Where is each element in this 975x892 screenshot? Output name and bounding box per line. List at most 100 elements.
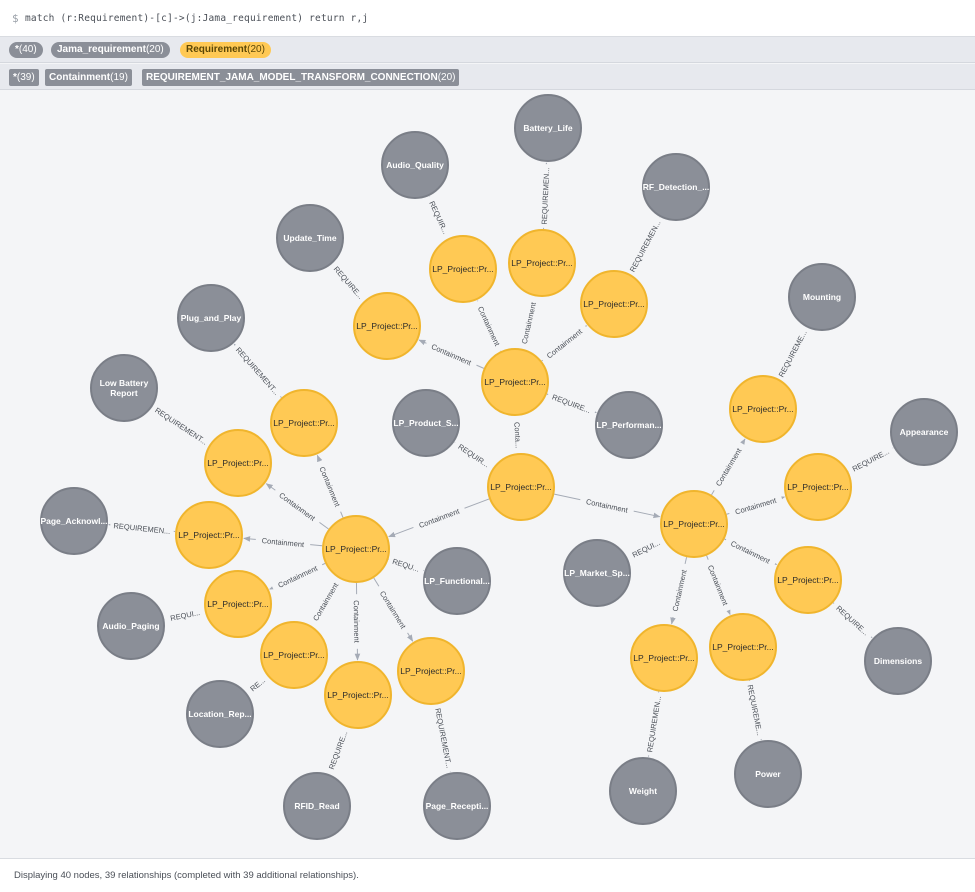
jama-requirement-node[interactable]: LP_Performan... <box>595 391 663 459</box>
relationship-edge[interactable]: Containment <box>265 483 329 530</box>
node-caption: LP_Project::Pr... <box>400 666 461 676</box>
node-label-jama-requirement-pill[interactable]: Jama_requirement(20) <box>51 42 170 58</box>
relationship-edge[interactable]: Containment <box>703 555 734 616</box>
node-caption: Update_Time <box>283 233 336 243</box>
requirement-node[interactable]: LP_Project::Pr... <box>260 621 328 689</box>
relationship-edge[interactable]: Containment <box>723 535 778 569</box>
relationship-edge[interactable]: REQUIRE... <box>324 724 352 776</box>
requirement-node[interactable]: LP_Project::Pr... <box>709 613 777 681</box>
requirement-node[interactable]: LP_Project::Pr... <box>397 637 465 705</box>
relationship-edge[interactable]: REQUIRE... <box>830 599 875 641</box>
jama-requirement-node[interactable]: Page_Recepti... <box>423 772 491 840</box>
relationship-label: Containment <box>317 465 342 509</box>
requirement-node[interactable]: LP_Project::Pr... <box>324 661 392 729</box>
jama-requirement-node[interactable]: Page_Acknowl... <box>40 487 108 555</box>
requirement-node[interactable]: LP_Project::Pr... <box>429 235 497 303</box>
relationship-edge[interactable]: REQUIR... <box>452 438 496 473</box>
jama-requirement-node[interactable]: LP_Market_Sp... <box>563 539 631 607</box>
jama-requirement-node[interactable]: RFID_Read <box>283 772 351 840</box>
relationship-label: REQUIRE... <box>551 392 592 415</box>
jama-requirement-node[interactable]: Update_Time <box>276 204 344 272</box>
graph-canvas[interactable]: Conta...ContainmentContainmentREQUIR...C… <box>0 90 975 858</box>
relationship-edge[interactable]: Containment <box>517 295 540 351</box>
node-label-requirement-pill[interactable]: Requirement(20) <box>180 42 271 58</box>
relationship-edge[interactable]: Containment <box>709 438 747 496</box>
jama-requirement-node[interactable]: LP_Functional... <box>423 547 491 615</box>
requirement-node[interactable]: LP_Project::Pr... <box>784 453 852 521</box>
relationship-label: REQUIR... <box>456 442 490 469</box>
requirement-node[interactable]: LP_Project::Pr... <box>204 570 272 638</box>
relationship-edge[interactable]: Containment <box>473 299 506 353</box>
relationship-edge[interactable]: Containment <box>554 493 661 519</box>
requirement-node[interactable]: LP_Project::Pr... <box>580 270 648 338</box>
relationship-label: Containment <box>261 536 305 549</box>
relationship-edge[interactable]: REQUIRE... <box>846 443 896 476</box>
relationship-edge[interactable]: Containment <box>726 493 786 519</box>
jama-requirement-node[interactable]: Battery_Life <box>514 94 582 162</box>
relationship-edge[interactable]: Containment <box>243 534 323 550</box>
rel-type-containment-tag[interactable]: Containment(19) <box>45 69 132 86</box>
relationship-edge[interactable]: Conta... <box>511 414 525 456</box>
node-caption: Page_Acknowl... <box>40 516 107 526</box>
relationship-edge[interactable]: Containment <box>307 575 344 628</box>
requirement-node[interactable]: LP_Project::Pr... <box>175 501 243 569</box>
requirement-node[interactable]: LP_Project::Pr... <box>353 292 421 360</box>
relationship-edge[interactable]: REQUIREMENT... <box>432 703 456 773</box>
relationship-edge[interactable]: REQUIREMEN... <box>538 162 552 230</box>
jama-requirement-node[interactable]: LP_Product_S... <box>392 389 460 457</box>
jama-requirement-node[interactable]: Mounting <box>788 263 856 331</box>
relationship-label: REQUIRE... <box>327 730 349 771</box>
relationship-label: REQUIREMENT... <box>234 345 281 397</box>
relationship-edge[interactable]: Containment <box>388 498 490 538</box>
relationship-edge[interactable]: REQUI... <box>625 534 667 562</box>
jama-requirement-node[interactable]: Audio_Paging <box>97 592 165 660</box>
relationship-edge[interactable]: Containment <box>539 322 589 365</box>
relationship-edge[interactable]: REQUIRE... <box>546 389 597 417</box>
jama-requirement-node[interactable]: Location_Rep... <box>186 680 254 748</box>
requirement-node[interactable]: LP_Project::Pr... <box>630 624 698 692</box>
query-bar[interactable]: $ match (r:Requirement)-[c]->(j:Jama_req… <box>0 0 975 37</box>
requirement-node[interactable]: LP_Project::Pr... <box>270 389 338 457</box>
requirement-node[interactable]: LP_Project::Pr... <box>322 515 390 583</box>
relationship-edge[interactable]: REQUIREME... <box>744 680 767 741</box>
relationship-edge[interactable]: REQUIREMENT... <box>150 402 213 449</box>
requirement-node[interactable]: LP_Project::Pr... <box>204 429 272 497</box>
relationship-edge[interactable]: Containment <box>269 560 326 593</box>
node-caption: Audio_Paging <box>102 621 159 631</box>
jama-requirement-node[interactable]: Dimensions <box>864 627 932 695</box>
rel-type-count: (19) <box>110 72 128 83</box>
node-label-all-pill[interactable]: *(40) <box>9 42 43 58</box>
jama-requirement-node[interactable]: Weight <box>609 757 677 825</box>
jama-requirement-node[interactable]: Appearance <box>890 398 958 466</box>
relationship-edge[interactable]: REQUIR... <box>425 194 454 241</box>
relationship-label: Containment <box>545 326 585 360</box>
relationship-edge[interactable]: Containment <box>351 582 363 661</box>
relationship-edge[interactable]: Containment <box>668 557 690 625</box>
relationship-edge[interactable]: REQUIREMEN... <box>108 519 176 537</box>
jama-requirement-node[interactable]: Plug_and_Play <box>177 284 245 352</box>
rel-type-requirement-jama-tag[interactable]: REQUIREMENT_JAMA_MODEL_TRANSFORM_CONNECT… <box>142 69 460 86</box>
relationship-edge[interactable]: Containment <box>373 577 414 642</box>
relationship-edge[interactable]: Containment <box>315 454 346 518</box>
relationship-edge[interactable]: REQUIREME... <box>774 324 811 382</box>
relationship-edge[interactable]: REQU... <box>387 554 425 576</box>
rel-type-all-tag[interactable]: *(39) <box>9 69 39 86</box>
relationship-edge[interactable]: REQUIRE... <box>328 260 370 305</box>
query-text[interactable]: match (r:Requirement)-[c]->(j:Jama_requi… <box>25 13 369 24</box>
requirement-node[interactable]: LP_Project::Pr... <box>729 375 797 443</box>
relationship-edge[interactable]: REQUIREMENT... <box>231 341 285 400</box>
jama-requirement-node[interactable]: RF_Detection_... <box>642 153 710 221</box>
relationship-edge[interactable]: Containment <box>418 338 485 370</box>
requirement-node[interactable]: LP_Project::Pr... <box>508 229 576 297</box>
jama-requirement-node[interactable]: Audio_Quality <box>381 131 449 199</box>
requirement-node[interactable]: LP_Project::Pr... <box>481 348 549 416</box>
node-label-count: (40) <box>18 44 37 55</box>
relationship-edge[interactable]: REQUIREMEN... <box>625 215 665 277</box>
jama-requirement-node[interactable]: Power <box>734 740 802 808</box>
requirement-node[interactable]: LP_Project::Pr... <box>774 546 842 614</box>
relationship-edge[interactable]: REQUI... <box>164 605 206 624</box>
relationship-edge[interactable]: REQUIREMEN... <box>643 691 664 758</box>
requirement-node[interactable]: LP_Project::Pr... <box>487 453 555 521</box>
requirement-node[interactable]: LP_Project::Pr... <box>660 490 728 558</box>
